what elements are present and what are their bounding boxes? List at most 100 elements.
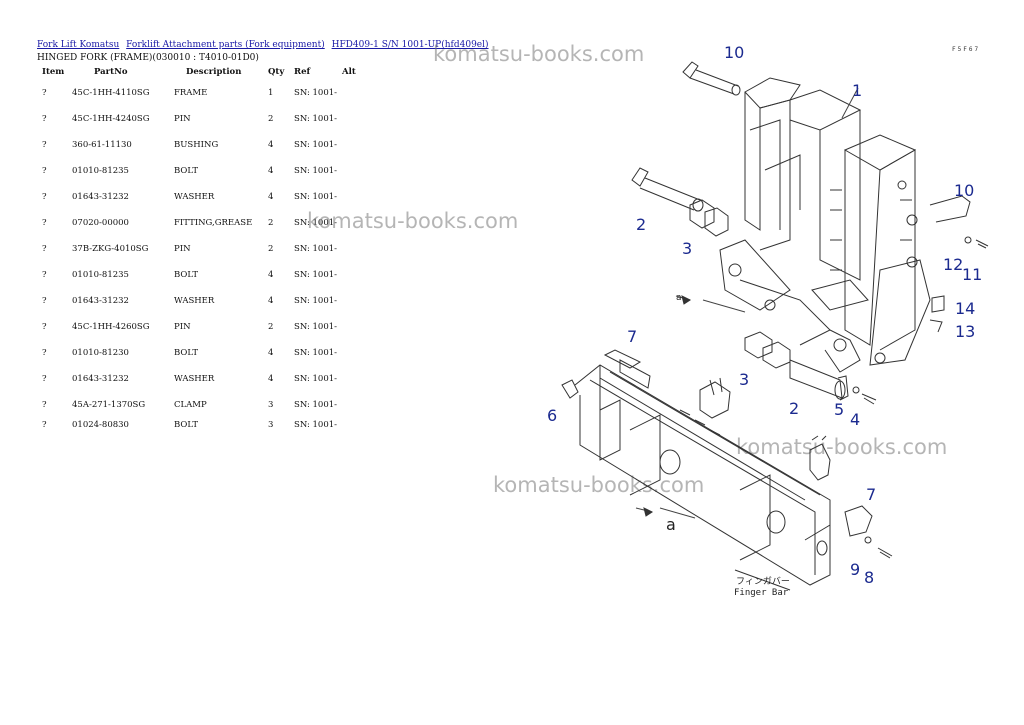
cell-ref: SN: 1001-	[294, 322, 338, 332]
cell-partno: 45A-271-1370SG	[72, 400, 146, 410]
breadcrumb-link-attachment-parts[interactable]: Forklift Attachment parts (Fork equipmen…	[126, 40, 325, 50]
cell-qty: 4	[268, 192, 274, 202]
cell-ref: SN: 1001-	[294, 420, 338, 430]
pin-and-bushing-drawing	[631, 61, 989, 333]
cell-description: BOLT	[174, 420, 198, 430]
callout-9: 9	[850, 560, 860, 579]
cell-qty: 4	[268, 296, 274, 306]
cell-item: ?	[42, 400, 47, 410]
cell-partno: 360-61-11130	[72, 140, 132, 150]
parts-table: Item PartNo Description Qty Ref Alt ? 45C…	[37, 66, 362, 446]
cell-item: ?	[42, 420, 47, 430]
cell-alt	[342, 140, 362, 166]
cell-description: BOLT	[174, 270, 198, 280]
cell-qty: 4	[268, 348, 274, 358]
cell-description: PIN	[174, 114, 191, 124]
cell-qty: 1	[268, 88, 274, 98]
watermark: komatsu-books.com	[433, 42, 645, 66]
callout-10-top: 10	[724, 43, 744, 62]
cell-item: ?	[42, 114, 47, 124]
cell-partno: 45C-1HH-4110SG	[72, 88, 150, 98]
header-qty: Qty	[268, 67, 285, 77]
cell-ref: SN: 1001-	[294, 244, 338, 254]
callout-10-right: 10	[954, 181, 974, 200]
cell-alt	[342, 400, 362, 420]
cell-ref: SN: 1001-	[294, 348, 338, 358]
cell-partno: 01643-31232	[72, 296, 129, 306]
cell-ref: SN: 1001-	[294, 296, 338, 306]
cell-partno: 01643-31232	[72, 374, 129, 384]
exploded-parts-diagram: 10 1 10 2 3 12 11 14 13 7 3 2 5 4 6 7 9 …	[547, 43, 989, 598]
callout-4: 4	[850, 410, 860, 429]
cell-description: BUSHING	[174, 140, 219, 150]
cell-description: FITTING,GREASE	[174, 218, 253, 228]
cell-description: BOLT	[174, 166, 198, 176]
cell-ref: SN: 1001-	[294, 374, 338, 384]
page-title: HINGED FORK (FRAME)(030010 : T4010-01D0)	[37, 53, 259, 63]
cell-item: ?	[42, 374, 47, 384]
cell-item: ?	[42, 322, 47, 332]
cell-description: BOLT	[174, 348, 198, 358]
callout-6: 6	[547, 406, 557, 425]
watermark: komatsu-books.com	[307, 209, 519, 233]
callout-3-mid: 3	[739, 370, 749, 389]
reference-a-lower: a	[666, 515, 676, 534]
fork-frame-drawing	[719, 77, 931, 373]
cell-ref: SN: 1001-	[294, 166, 338, 176]
cell-qty: 3	[268, 420, 274, 430]
table-header-row: Item PartNo Description Qty Ref Alt	[37, 66, 362, 88]
callout-12: 12	[943, 255, 963, 274]
cell-qty: 2	[268, 244, 274, 254]
cell-qty: 4	[268, 374, 274, 384]
cell-item: ?	[42, 88, 47, 98]
cell-qty: 2	[268, 322, 274, 332]
callout-5: 5	[834, 400, 844, 419]
header-ref: Ref	[294, 67, 311, 77]
cell-partno: 01010-81230	[72, 348, 129, 358]
cell-qty: 2	[268, 114, 274, 124]
cell-description: PIN	[174, 244, 191, 254]
finger-bar-label-jp: フィンガバー	[736, 576, 790, 587]
header-partno: PartNo	[94, 67, 128, 77]
cell-alt	[342, 244, 362, 270]
table-row: ? 01024-80830 BOLT 3 SN: 1001-	[37, 420, 362, 446]
cell-qty: 2	[268, 218, 274, 228]
cell-partno: 07020-00000	[72, 218, 129, 228]
cell-description: WASHER	[174, 374, 215, 384]
cell-ref: SN: 1001-	[294, 192, 338, 202]
finger-bar-label: Finger Bar	[734, 588, 789, 598]
cell-description: CLAMP	[174, 400, 207, 410]
callout-3-top: 3	[682, 239, 692, 258]
cell-description: PIN	[174, 322, 191, 332]
cell-item: ?	[42, 296, 47, 306]
breadcrumb-link-model[interactable]: HFD409-1 S/N 1001-UP(hfd409el)	[331, 40, 489, 50]
cell-partno: 01010-81235	[72, 270, 129, 280]
cell-ref: SN: 1001-	[294, 140, 338, 150]
breadcrumb-link-forklift-komatsu[interactable]: Fork Lift Komatsu	[37, 40, 120, 50]
cell-alt	[342, 114, 362, 140]
breadcrumb: Fork Lift Komatsu Forklift Attachment pa…	[37, 40, 493, 50]
cell-partno: 01010-81235	[72, 166, 129, 176]
reference-a-upper: a	[676, 293, 681, 303]
cell-item: ?	[42, 218, 47, 228]
header-alt: Alt	[342, 67, 356, 77]
header-item: Item	[42, 67, 65, 77]
cell-item: ?	[42, 166, 47, 176]
callout-11: 11	[962, 265, 982, 284]
callout-13: 13	[955, 322, 975, 341]
cell-partno: 37B-ZKG-4010SG	[72, 244, 149, 254]
cell-ref: SN: 1001-	[294, 218, 338, 228]
cell-description: FRAME	[174, 88, 208, 98]
cell-partno: 01024-80830	[72, 420, 129, 430]
cell-alt	[342, 374, 362, 400]
cell-partno: 01643-31232	[72, 192, 129, 202]
